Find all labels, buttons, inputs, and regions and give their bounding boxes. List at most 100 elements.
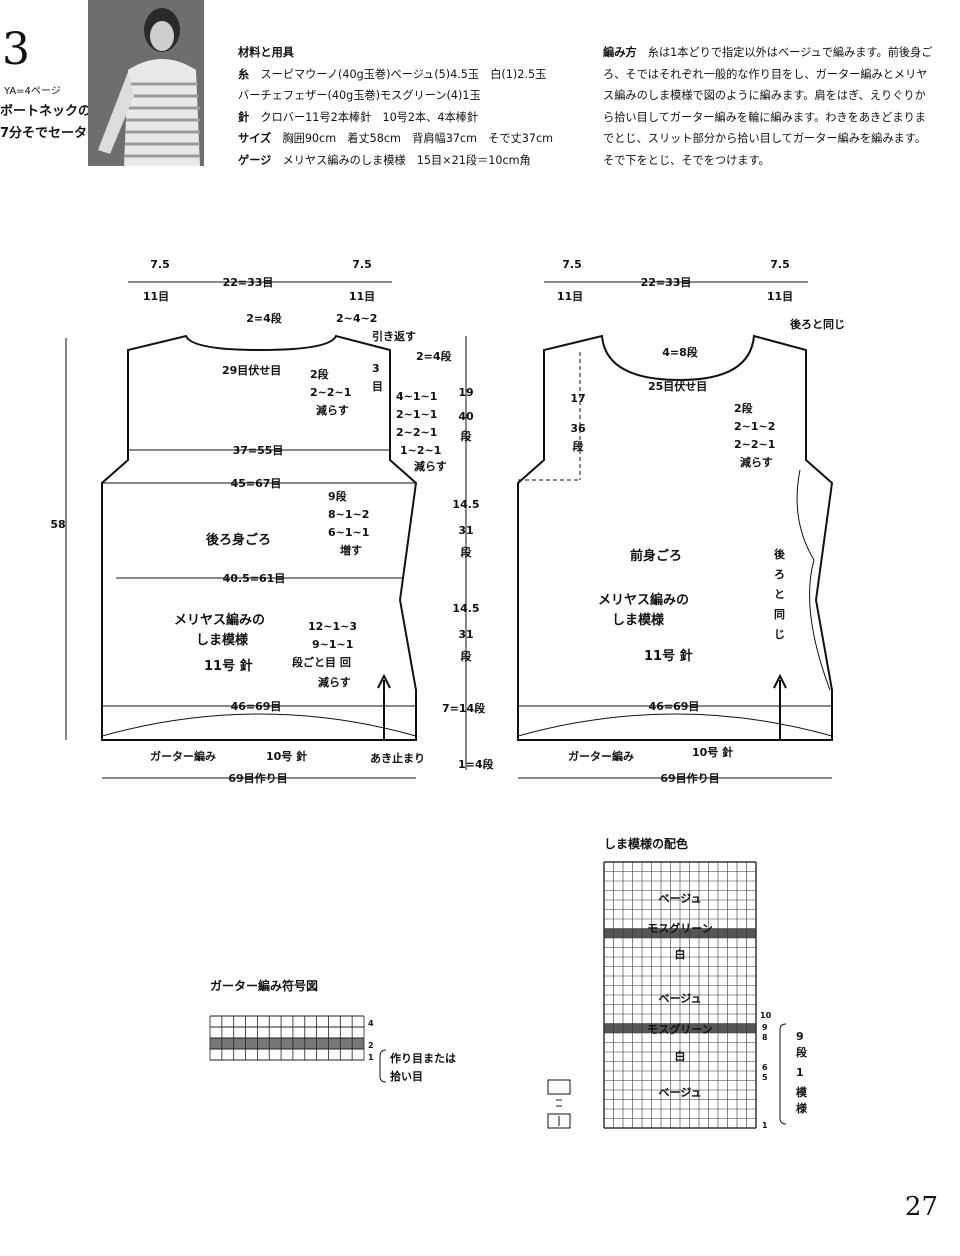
back-shoulder-dec: 2~4~2	[336, 312, 377, 325]
stripe-label-white-2: 白	[675, 1049, 686, 1063]
front-side-same-4: 同	[774, 608, 785, 621]
gauge-text: メリヤス編みのしま模様 15目×21段＝10cm角	[282, 153, 531, 167]
back-arm-e: 減らす	[414, 459, 447, 473]
stripe-row-9: 9	[762, 1023, 768, 1032]
size-label: サイズ	[238, 132, 272, 145]
front-neck-dec-b: 2~1~2	[734, 420, 775, 433]
back-slit-rows: 7=14段	[442, 701, 485, 715]
stripe-row-1: 1	[762, 1121, 768, 1130]
stripe-repeat-d: 模	[796, 1085, 808, 1099]
back-neck-rows: 2=4段	[246, 311, 282, 325]
front-top-left-cm: 7.5	[562, 258, 582, 271]
front-hem-width: 46=69目	[649, 700, 700, 713]
front-bind-off: 25目伏せ目	[648, 379, 707, 393]
back-arm-c: 2~2~1	[396, 426, 437, 439]
garter-row-2: 2	[368, 1041, 374, 1050]
back-low-h3: 段	[461, 649, 472, 663]
front-side-same-2: ろ	[774, 568, 785, 581]
back-body-outline	[101, 334, 418, 741]
needle-text: クロバー11号2本棒針 10号2本、4本棒針	[260, 110, 479, 124]
back-top-left-sts: 11目	[143, 290, 169, 303]
front-neck-h3: 段	[573, 439, 584, 453]
back-dec-d: 減らす	[318, 675, 351, 689]
front-pattern-b: しま模様	[612, 612, 665, 628]
stripe-label-white-1: 白	[675, 947, 686, 961]
back-dec-c: 段ごと目 回	[292, 655, 351, 669]
size-text: 胸囲90cm 着丈58cm 背肩幅37cm そで丈37cm	[282, 132, 554, 145]
garter-row-1: 1	[368, 1053, 374, 1062]
stripe-repeat-c: 1	[796, 1066, 804, 1079]
back-dec-b: 9~1~1	[312, 638, 353, 651]
back-chest-width: 45=67目	[231, 477, 282, 490]
back-arm-h3: 段	[461, 429, 472, 443]
back-bind-off: 29目伏せ目	[222, 363, 281, 377]
back-body-name: 後ろ身ごろ	[206, 532, 271, 548]
front-neck-h2: 36	[570, 422, 586, 435]
back-inc-b: 8~1~2	[328, 508, 369, 521]
back-top-right-cm: 7.5	[352, 258, 372, 271]
front-side-same-3: と	[774, 588, 785, 601]
back-dec-a: 12~1~3	[308, 620, 357, 633]
front-cast-on: 69目作り目	[660, 771, 719, 785]
front-top-left-sts: 11目	[557, 290, 583, 303]
front-same-as-back: 後ろと同じ	[790, 317, 845, 331]
method-block: 編み方 糸は1本どりで指定以外はベージュで編みます。前後身ごろ、そではそれぞれ一…	[603, 42, 935, 171]
back-top-left-cm: 7.5	[150, 258, 170, 271]
back-arm-a: 4~1~1	[396, 390, 437, 403]
garter-grid	[209, 1015, 365, 1061]
back-arm-d: 1~2~1	[400, 444, 441, 457]
back-mid-h1: 14.5	[452, 498, 479, 511]
back-neck-dec-b: 2~2~1	[310, 386, 351, 399]
stripe-repeat-b: 段	[796, 1045, 807, 1059]
stripe-chart-title: しま模様の配色	[604, 836, 688, 851]
stripe-label-beige-2: ベージュ	[658, 992, 701, 1005]
total-height: 58	[50, 518, 65, 531]
front-top-right-sts: 11目	[767, 290, 793, 303]
front-top-mid: 22=33目	[641, 276, 692, 289]
stripe-row-5: 5	[762, 1073, 768, 1082]
back-mid-h2: 31	[458, 524, 473, 537]
back-needle10: 10号 針	[266, 749, 307, 763]
back-arm-h1: 19	[458, 386, 473, 399]
back-hem-width: 46=69目	[231, 700, 282, 713]
stripe-label-beige-1: ベージュ	[658, 892, 701, 905]
back-garter-rows: 1=4段	[458, 757, 494, 771]
front-garter: ガーター編み	[568, 749, 634, 763]
pattern-number: 3	[2, 24, 30, 75]
back-three: 3	[372, 362, 380, 375]
back-moku: 目	[372, 380, 383, 393]
title-line-1: ボートネックの	[0, 104, 92, 119]
stripe-row-8: 8	[762, 1033, 768, 1042]
front-neck-h1: 17	[570, 392, 585, 405]
back-slit-stop: あき止まり	[370, 751, 425, 765]
front-neck-dec-c: 2~2~1	[734, 438, 775, 451]
front-body-outline	[517, 334, 834, 741]
yarn-label: 糸	[238, 67, 250, 81]
materials-heading: 材料と用具	[238, 46, 294, 59]
back-needle: 11号 針	[204, 658, 253, 674]
garter-chart-title: ガーター編み符号図	[210, 978, 318, 993]
stripe-repeat-e: 様	[796, 1101, 808, 1115]
stripe-label-beige-3: ベージュ	[658, 1086, 701, 1099]
back-arm-b: 2~1~1	[396, 408, 437, 421]
page-reference: YA=4ページ	[4, 86, 61, 97]
stripe-grid	[603, 861, 757, 1129]
back-inc-d: 増す	[340, 543, 362, 557]
back-waist-width: 40.5=61目	[223, 572, 286, 585]
front-body-name: 前身ごろ	[630, 548, 682, 564]
garter-note-b: 拾い目	[390, 1069, 423, 1083]
front-side-same-1: 後	[774, 547, 786, 561]
back-neck-dec-c: 減らす	[316, 403, 349, 417]
back-top-mid: 22=33目	[223, 276, 274, 289]
back-neck-dec-a: 2段	[310, 367, 329, 381]
page-number: 27	[904, 1192, 938, 1222]
title-line-2: 7分そでセーター	[0, 126, 101, 141]
gauge-label: ゲージ	[238, 153, 272, 167]
back-inc-a: 9段	[328, 489, 347, 503]
needle-label: 針	[238, 110, 250, 124]
front-neck-dec-a: 2段	[734, 401, 753, 415]
garter-note-a: 作り目または	[390, 1051, 456, 1065]
garter-row-4: 4	[368, 1019, 374, 1028]
back-right-rows: 2=4段	[416, 349, 452, 363]
back-mid-h3: 段	[461, 545, 472, 559]
